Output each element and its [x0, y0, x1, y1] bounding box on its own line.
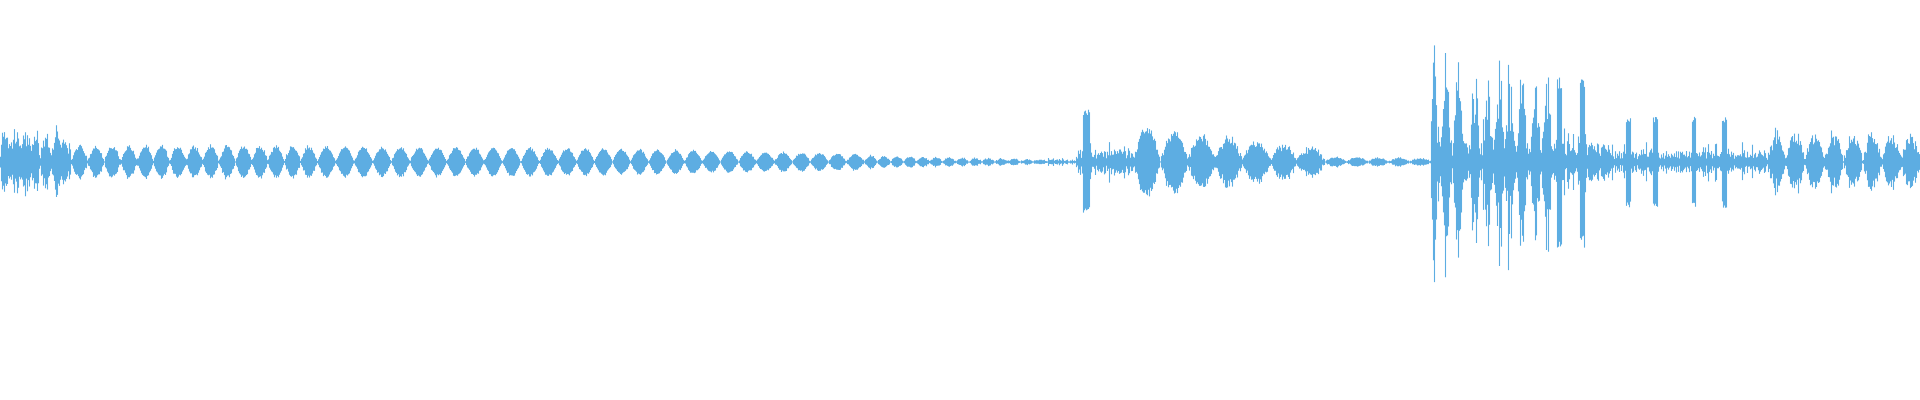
audio-waveform	[0, 0, 1920, 400]
waveform-background	[0, 0, 1920, 400]
